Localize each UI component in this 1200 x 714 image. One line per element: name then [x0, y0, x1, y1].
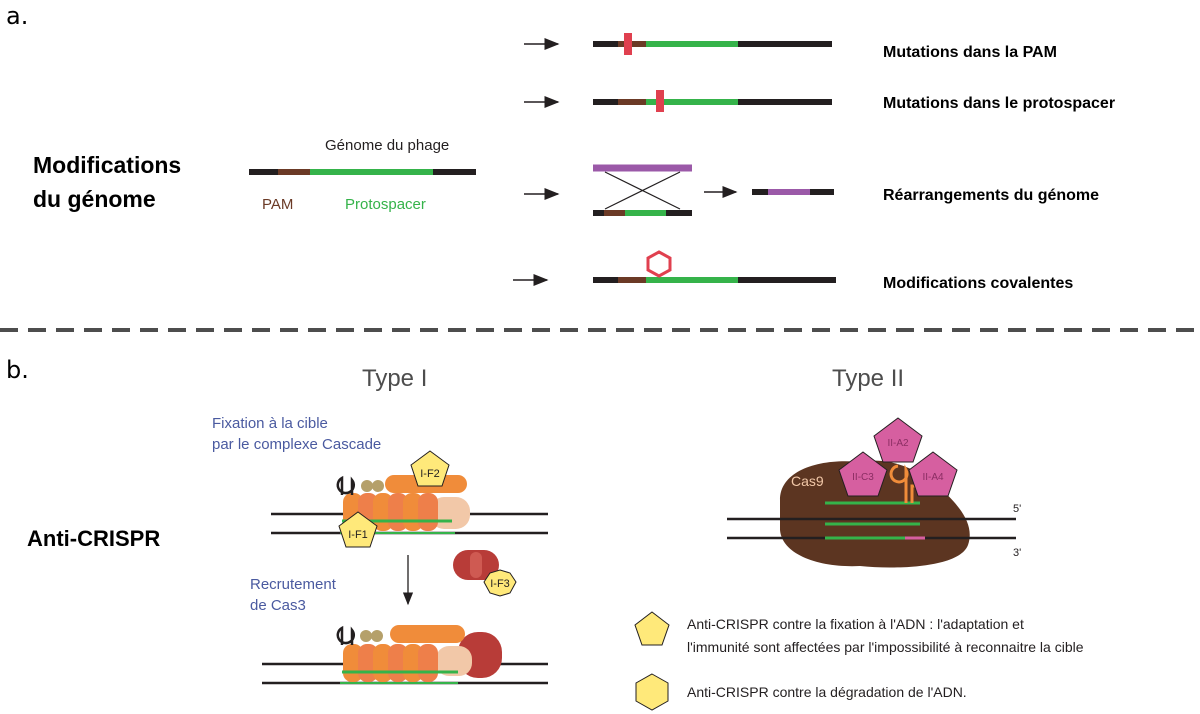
if2-inhibitor: I-F2 — [410, 450, 450, 487]
row-label-rearrangement: Réarrangements du génome — [883, 187, 1099, 204]
genome-label: Génome du phage — [325, 137, 449, 154]
if3-label: I-F3 — [490, 578, 510, 590]
iia4-inhibitor: II-A4 — [908, 451, 958, 497]
pam-label: PAM — [262, 196, 293, 213]
legend-item2: Anti-CRISPR contre la dégradation de l'A… — [687, 684, 967, 700]
iic3-label: II-C3 — [852, 472, 874, 483]
end5-label: 5' — [1013, 503, 1021, 515]
row-label-pam: Mutations dans la PAM — [883, 44, 1057, 61]
type1-caption1-line2: par le complexe Cascade — [212, 436, 381, 453]
if2-label: I-F2 — [420, 468, 440, 480]
iia2-label: II-A2 — [887, 438, 909, 449]
protospacer-label: Protospacer — [345, 196, 426, 213]
recombination-diagram — [593, 164, 692, 216]
modification-hexagon — [646, 250, 672, 278]
legend-hexagon-icon — [635, 673, 669, 711]
type2-title: Type II — [832, 365, 904, 392]
iic3-inhibitor: II-C3 — [838, 451, 888, 497]
if1-inhibitor: I-F1 — [338, 511, 378, 548]
legend-item1-line2: l'immunité sont affectées par l'impossib… — [687, 639, 1084, 655]
type1-caption2-line1: Recrutement — [250, 576, 337, 593]
panel-a-heading-line2: du génome — [33, 186, 156, 212]
type1-caption1-line1: Fixation à la cible — [212, 415, 328, 432]
iia2-inhibitor: II-A2 — [873, 417, 923, 463]
if3-inhibitor: I-F3 — [483, 569, 517, 597]
row-label-protospacer: Mutations dans le protospacer — [883, 95, 1115, 112]
genome-pam-mutation — [593, 33, 832, 55]
type1-title: Type I — [362, 365, 427, 392]
panel-b-heading: Anti-CRISPR — [27, 526, 160, 551]
panel-a-heading-line1: Modifications — [33, 152, 181, 178]
panel-a-label: a. — [6, 2, 28, 30]
legend-pentagon-icon — [634, 611, 670, 646]
end3-label: 3' — [1013, 547, 1021, 559]
cascade-complex-lower — [262, 625, 548, 685]
cascade-complex-upper — [271, 475, 548, 535]
row-label-covalent: Modifications covalentes — [883, 275, 1073, 292]
type1-caption2-line2: de Cas3 — [250, 597, 306, 614]
iia4-label: II-A4 — [922, 472, 944, 483]
if1-label: I-F1 — [348, 529, 368, 541]
genome-protospacer-mutation — [593, 90, 832, 112]
legend-item1-line1: Anti-CRISPR contre la fixation à l'ADN :… — [687, 616, 1024, 632]
cas3-protein — [453, 550, 499, 580]
cas9-label: Cas9 — [791, 473, 824, 489]
panel-b-label: b. — [6, 356, 29, 384]
genome-covalent-mod — [593, 250, 836, 283]
